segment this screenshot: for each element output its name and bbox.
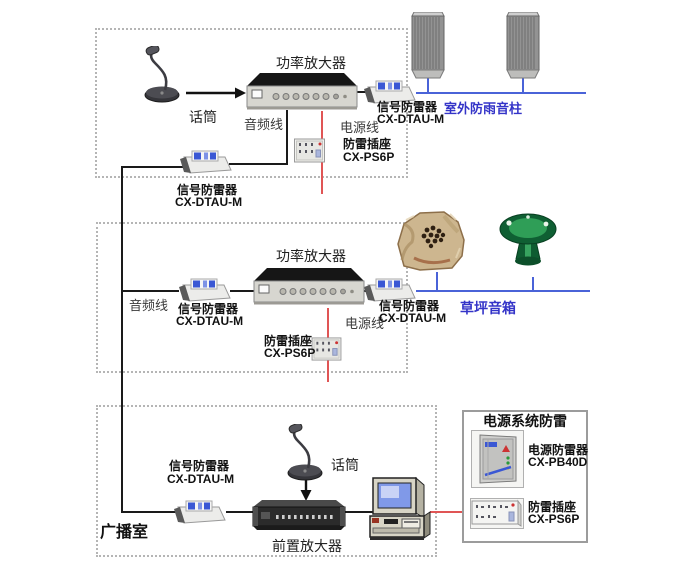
surge-socket-label: 防雷插座	[264, 334, 313, 348]
power-spd-model: CX-PB40D	[528, 455, 588, 469]
panel-socket-imagebox	[470, 498, 524, 529]
power-cable-label: 电源线	[340, 120, 380, 135]
signal-spd-label: 信号防雷器	[177, 183, 238, 197]
zone-broadcast-room	[96, 405, 437, 557]
audio-line-segment	[229, 163, 288, 165]
microphone-label: 话筒	[189, 109, 217, 125]
signal-spd-label: 信号防雷器	[377, 100, 438, 114]
preamplifier-label: 前置放大器	[272, 538, 342, 554]
power-panel-title: 电源系统防雷	[483, 413, 567, 429]
signal-spd-model: CX-DTAU-M	[167, 472, 235, 486]
power-spd-imagebox	[471, 430, 524, 488]
surge-socket-image	[294, 138, 325, 163]
speaker-line	[416, 92, 586, 94]
mic-to-amp-arrow	[186, 87, 246, 99]
preamplifier-image	[252, 500, 346, 530]
column-speaker-image	[506, 12, 540, 79]
signal-spd-image	[180, 150, 232, 174]
signal-spd-image	[364, 278, 416, 302]
surge-socket-model: CX-PS6P	[264, 346, 316, 360]
speaker-drop-line	[427, 78, 429, 92]
microphone-image	[287, 424, 323, 481]
outdoor-speaker-label: 室外防雨音柱	[444, 101, 523, 116]
signal-spd-image	[179, 278, 231, 302]
signal-spd-model: CX-DTAU-M	[379, 311, 447, 325]
computer-image	[369, 476, 431, 540]
computer-power-line	[430, 511, 462, 513]
signal-spd-image	[174, 500, 226, 524]
power-cable-label: 电源线	[345, 316, 385, 331]
signal-spd-label: 信号防雷器	[178, 302, 239, 316]
amp-to-spd-line	[354, 91, 368, 93]
surge-socket-model: CX-PS6P	[343, 150, 395, 164]
speaker-line	[416, 290, 590, 292]
audio-line-segment	[121, 166, 183, 168]
microphone-label: 话筒	[331, 457, 359, 473]
surge-socket-label: 防雷插座	[528, 500, 577, 514]
column-speaker-image	[411, 12, 445, 79]
surge-socket-label: 防雷插座	[343, 137, 392, 151]
broadcast-room-label: 广播室	[100, 524, 149, 541]
audio-line-segment	[121, 290, 179, 292]
mushroom-speaker-image	[499, 213, 557, 266]
lawn-speaker-label: 草坪音箱	[460, 300, 516, 316]
microphone-image	[144, 46, 180, 103]
preamp-to-computer-line	[344, 511, 374, 513]
power-amplifier-image	[246, 73, 358, 110]
signal-spd-image	[364, 80, 416, 104]
audio-line-segment	[226, 511, 258, 513]
surge-socket-model: CX-PS6P	[528, 512, 580, 526]
amplifier-label: 功率放大器	[276, 248, 346, 264]
audio-line-segment	[121, 511, 177, 513]
audio-line-segment	[230, 290, 258, 292]
surge-socket-image	[311, 337, 342, 361]
power-spd-image	[479, 434, 517, 484]
amplifier-label: 功率放大器	[276, 55, 346, 71]
speaker-drop-line	[532, 277, 534, 290]
signal-spd-label: 信号防雷器	[379, 299, 440, 313]
audio-trunk-line	[121, 166, 123, 513]
signal-spd-model: CX-DTAU-M	[175, 195, 243, 209]
panel-socket-image	[471, 499, 522, 527]
signal-spd-label: 信号防雷器	[169, 459, 230, 473]
audio-cable-label: 音频线	[129, 298, 169, 313]
power-spd-label: 电源防雷器	[528, 443, 589, 457]
speaker-drop-line	[522, 78, 524, 92]
audio-cable-label: 音频线	[244, 117, 284, 132]
power-amplifier-image	[253, 268, 365, 305]
rock-speaker-image	[397, 211, 465, 271]
speaker-drop-line	[436, 272, 438, 290]
signal-spd-model: CX-DTAU-M	[377, 112, 445, 126]
audio-line-segment	[286, 110, 288, 165]
signal-spd-model: CX-DTAU-M	[176, 314, 244, 328]
zone-outdoor-column-speakers	[95, 28, 408, 178]
